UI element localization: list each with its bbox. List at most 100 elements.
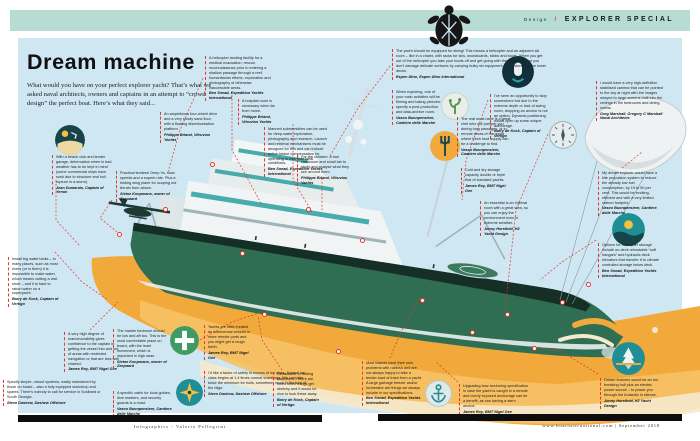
callout-author: Ben Snead, Expedition Yachts Internation… <box>366 396 421 406</box>
callout-text: Dream features would be an ice-breaking … <box>604 378 659 397</box>
callout-ski-room: The yacht should be equipped for skiing!… <box>392 49 548 80</box>
callout-manoeuvrability: A very high degree of manoeuvrability gi… <box>64 332 120 373</box>
page-title: Dream machine <box>27 50 195 74</box>
callout-text: A specific cabin for local guides, dive … <box>117 391 171 405</box>
marker-dot <box>360 238 365 243</box>
callout-author: Jonny Horsfield, H2 Yacht Design <box>604 398 651 408</box>
callout-author: Sietse Koopmans, owner of Zeepaard <box>117 359 167 369</box>
marker-dot <box>306 207 311 212</box>
marker-dot <box>117 232 122 237</box>
marker-dot <box>420 298 425 303</box>
callout-text: Upgrading bow anchoring specification in… <box>463 384 529 408</box>
green-cross-icon <box>170 326 199 355</box>
section-title: EXPLORER SPECIAL <box>564 16 674 23</box>
callout-author: Sietse Koopmans, owner of Zeepaard <box>120 191 170 201</box>
footer-bar-left <box>18 415 322 422</box>
marker-dot <box>262 312 267 317</box>
callout-author: James Roy, BMT Nigel Gee <box>465 183 506 193</box>
callout-master-bedroom: The master bedroom should be low and aft… <box>113 329 167 370</box>
callout-exploring-media: When exploring, one of your main activit… <box>392 90 441 126</box>
callout-children: For the children: a true classroom and s… <box>297 155 349 186</box>
section-separator: / <box>554 17 559 23</box>
callout-kite-propulsion: My dream explorer would have a kite prop… <box>598 171 658 217</box>
callout-commercial-ports: Yachts are often treated as commercial v… <box>204 325 252 361</box>
chef-icon <box>430 131 460 161</box>
marker-dot <box>560 300 565 305</box>
callout-text: A helicopter landing facility for a medi… <box>209 56 271 90</box>
callout-text: The master bedroom should be low and aft… <box>117 329 167 358</box>
callout-text: Install big water tanks – in many places… <box>12 257 58 296</box>
seaplane <box>108 198 171 220</box>
marker-dot <box>336 349 341 354</box>
kite-sail <box>559 96 687 305</box>
callout-author: Vasco Buonpensiere, Cantiere delle March… <box>461 147 501 157</box>
callout-author: Barry de Kock, Captain of Vertigo <box>12 297 59 307</box>
callout-author: Ben Snead, Expedition Yachts Internation… <box>602 268 657 278</box>
callout-cabin-guides: A specific cabin for local guides, dive … <box>113 391 172 417</box>
callout-ice-hull: Dream features would be an ice-breaking … <box>600 378 662 409</box>
callout-text: Manned submersibles can be used for deep… <box>268 127 327 166</box>
callout-author: Ben Snead, Expedition Yachts Internation… <box>268 167 323 177</box>
callout-ice-class: I’d like a factor of safety in excess of… <box>204 371 308 397</box>
callout-robust-systems: Specify simple, robust systems, easily m… <box>3 380 105 406</box>
beach-club-icon <box>55 125 85 155</box>
callout-author: Philippe Briand, Vitruvius Yachts <box>164 132 211 142</box>
callout-text: Yachts are often treated as commercial v… <box>208 325 251 349</box>
callout-amphibious: An amphibious four-wheel drive and a ver… <box>160 112 219 143</box>
marker-dot <box>532 346 537 351</box>
callout-author: Philippe Briand, Vitruvius Yachts <box>301 175 348 185</box>
callout-author: Jonny Horsfield, H2 Yacht Design <box>484 226 520 236</box>
callout-text: A very high degree of manoeuvrability gi… <box>68 332 120 366</box>
callout-anchor-spec: Upgrading bow anchoring specification in… <box>459 384 529 415</box>
callout-text: I’d like a factor of safety in excess of… <box>208 371 307 390</box>
publication-footer: www.boatinternational.com | September 20… <box>542 423 660 428</box>
callout-rubbish: Most islands have their own problems wit… <box>362 361 422 407</box>
header-band: Design / EXPLORER SPECIAL <box>10 10 690 31</box>
callout-author: Vasco Buonpensiere, Cantiere delle March… <box>117 406 172 416</box>
callout-text: Most islands have their own problems wit… <box>366 361 422 395</box>
compass-icon <box>549 121 577 149</box>
marker-dot <box>505 312 510 317</box>
anchor-icon <box>425 380 452 407</box>
callout-author: Jean Dumarais, Captain of Yersin <box>56 185 104 195</box>
callout-author: Steve Dashew, Dashew Offshore <box>208 391 267 396</box>
callout-heli-storage: Options for helicopter storage include o… <box>598 243 659 279</box>
callout-cold-storage: Cold and dry storage capacity double or … <box>461 168 511 194</box>
callout-text: Practical tenders! Deep Vs, slow speeds … <box>120 171 177 190</box>
callout-author: Ben Snead, Expedition Yachts Internation… <box>209 91 264 101</box>
callout-water-tanks: Install big water tanks – in many places… <box>8 257 59 308</box>
marker-dot <box>163 207 168 212</box>
callout-author: Philippe Briand, Vitruvius Yachts <box>242 114 272 124</box>
marker-dot <box>470 330 475 335</box>
callout-author: Barry de Kock, Captain of Vertigo <box>277 397 319 407</box>
footer-bar-right <box>378 414 682 421</box>
marker-dot <box>240 251 245 256</box>
callout-author: James Roy, BMT Nigel Gee <box>463 409 512 414</box>
callout-sky-camera: I would have a very high-definition stab… <box>596 81 664 122</box>
callout-text: Options for helicopter storage include o… <box>602 243 659 267</box>
callout-author: Barry de Kock, Captain of Vertigo <box>494 129 541 139</box>
sun-and-sea-icon <box>612 213 645 246</box>
callout-text: I would have a very high-definition stab… <box>600 81 663 110</box>
section-label: Design <box>523 17 548 22</box>
callout-beach-club: With a beach club and tender garage, def… <box>52 155 113 196</box>
callout-text: The real must-have is a great chef who w… <box>461 117 511 146</box>
compass-rose-icon <box>176 379 203 406</box>
callout-author: James Roy, BMT Nigel Gee <box>68 367 117 372</box>
callout-author: Espen Øino, Espen Øino International <box>396 74 465 79</box>
callout-text: Retractable or folding stabilisers – the… <box>277 372 318 396</box>
callout-text: A hospital room is necessary when far fr… <box>242 99 275 113</box>
marker-dot <box>210 162 215 167</box>
turtle-icon <box>424 2 474 52</box>
callout-text: My dream explorer would have a kite prop… <box>602 171 658 205</box>
callout-text: The yacht should be equipped for skiing!… <box>396 49 547 73</box>
callout-internal-room: An essential is an internal room with a … <box>480 201 529 237</box>
intro-text: What would you have on your perfect expl… <box>27 82 212 108</box>
callout-text: Specify simple, robust systems, easily m… <box>7 380 101 399</box>
callout-author: Steve Dashew, Dashew Offshore <box>7 400 66 405</box>
callout-author: Vasco Buonpensiere, Cantiere delle March… <box>396 115 436 125</box>
callout-hospital: A hospital room is necessary when far fr… <box>238 99 282 125</box>
callout-text: Cold and dry storage capacity double or … <box>465 168 506 182</box>
callout-text: With a beach club and tender garage, def… <box>56 155 112 184</box>
